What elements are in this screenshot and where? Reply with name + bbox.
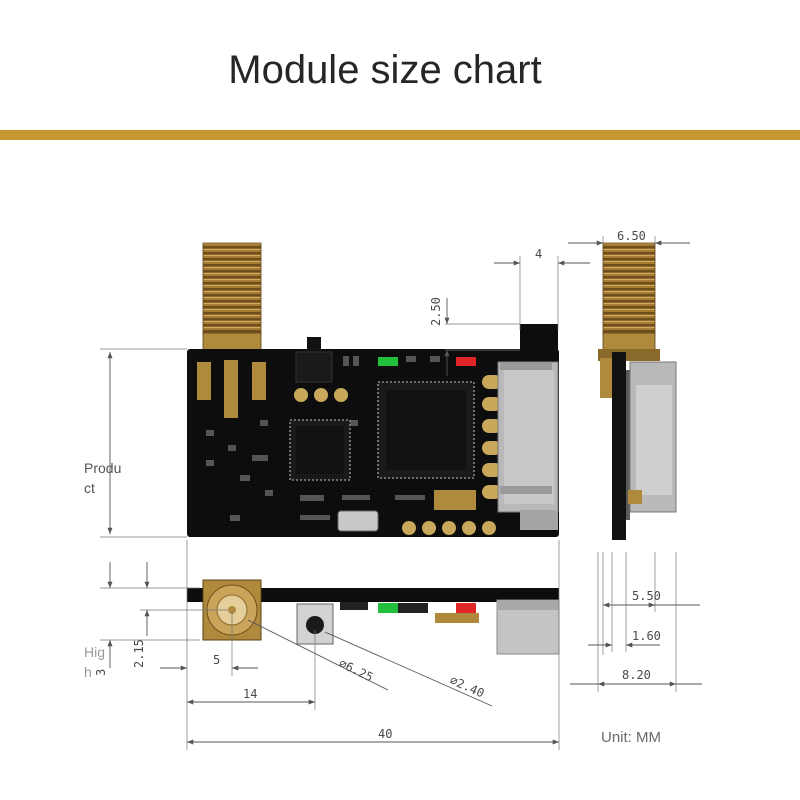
push-button	[295, 337, 333, 383]
dim-2-50: 2.50	[429, 297, 443, 326]
smd-components	[206, 356, 440, 521]
sma-connector-top	[200, 242, 264, 359]
fpc-connector	[497, 324, 559, 530]
round-pads-top	[294, 388, 496, 535]
dim-40: 40	[378, 727, 392, 741]
dimension-lines	[100, 236, 702, 750]
chip-large	[377, 381, 475, 479]
crystal	[337, 510, 379, 532]
unit-note: Unit: MM	[601, 729, 661, 746]
dim-8-20: 8.20	[622, 668, 651, 682]
dim-14: 14	[243, 687, 257, 701]
accent-divider	[0, 130, 800, 140]
led-green	[378, 357, 398, 366]
dim-5-50: 5.50	[632, 589, 661, 603]
led-red	[456, 357, 476, 366]
front-view	[187, 579, 560, 655]
dim-2-15: 2.15	[132, 639, 146, 668]
sma-legs	[197, 360, 266, 418]
top-view	[187, 242, 559, 537]
side-view	[598, 242, 677, 540]
edge-pads	[482, 375, 502, 499]
dim-4: 4	[535, 247, 542, 261]
chip-small	[289, 419, 351, 481]
product-label-line2: ct	[84, 480, 95, 496]
height-label-line2: h	[84, 664, 92, 680]
dim-3: 3	[94, 669, 108, 676]
fpc-face	[496, 599, 560, 655]
product-label-line1: Produ	[84, 460, 121, 476]
dim-1-60: 1.60	[632, 629, 661, 643]
page-title: Module size chart	[228, 48, 542, 92]
dim-5: 5	[213, 653, 220, 667]
dim-diameter-2-40: ∅2.40	[448, 673, 487, 700]
height-label-line1: Hig	[84, 644, 105, 660]
gold-pad	[434, 490, 476, 510]
dim-6-50: 6.50	[617, 229, 646, 243]
dim-diameter-6-25: ∅6.25	[337, 656, 376, 684]
